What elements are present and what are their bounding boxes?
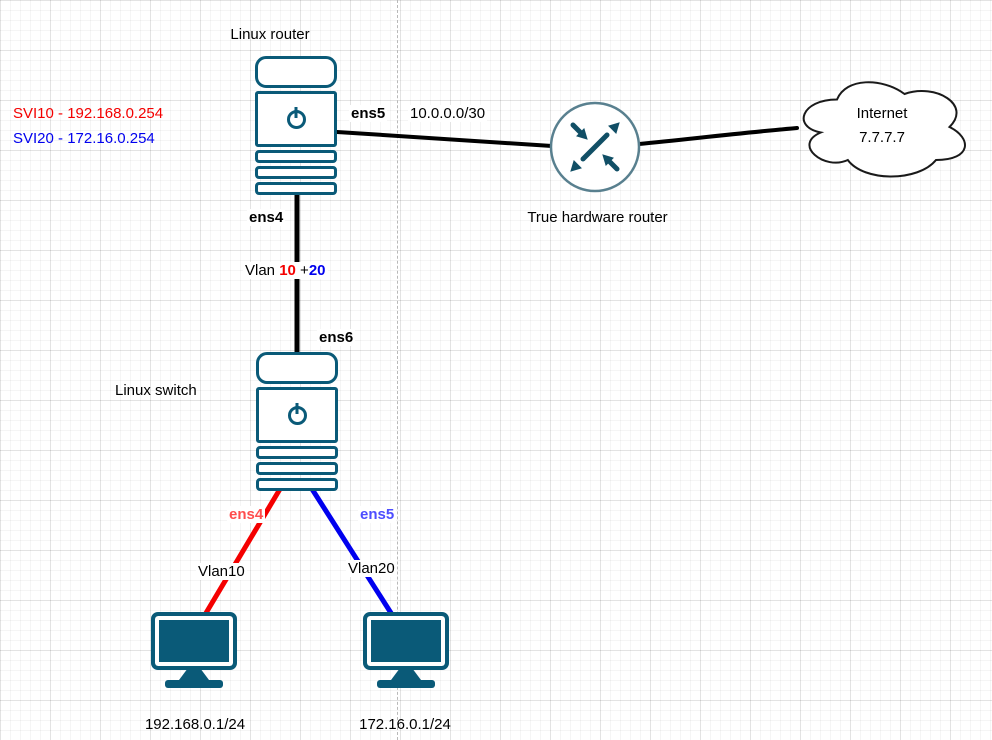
trunk-label-joiner: + (295, 262, 309, 279)
trunk-vlan20-text: 20 (308, 262, 326, 279)
host1-ip-label[interactable]: 192.168.0.1/24 (144, 716, 246, 733)
trunk-label-prefix: Vlan (245, 262, 280, 279)
switch-title[interactable]: Linux switch (115, 382, 197, 399)
server-top-icon (256, 352, 338, 384)
wan-subnet-label[interactable]: 10.0.0.0/30 (408, 105, 488, 122)
monitor-stand-icon (391, 670, 421, 680)
switch-ens6-port-label[interactable]: ens6 (317, 329, 356, 346)
switch-ens4-port-label[interactable]: ens4 (227, 506, 266, 523)
server-slot-icon (256, 462, 338, 475)
server-body-icon (256, 387, 338, 443)
monitor-stand-icon (179, 670, 209, 680)
internet-cloud-label[interactable]: Internet 7.7.7.7 (792, 102, 972, 150)
vlan10-edge-label[interactable]: Vlan10 (196, 563, 247, 580)
edge-vlan20-access[interactable] (309, 486, 394, 616)
server-slot-icon (256, 478, 338, 491)
server-top-icon (255, 56, 337, 88)
edge-vlan10-access[interactable] (203, 486, 283, 616)
router-title[interactable]: Linux router (230, 26, 310, 43)
linux-switch-node[interactable] (256, 352, 338, 491)
power-icon (287, 405, 307, 425)
monitor-base-icon (165, 680, 223, 688)
host2-ip-label[interactable]: 172.16.0.1/24 (359, 716, 451, 733)
internet-name: Internet (856, 105, 908, 122)
server-slot-icon (256, 446, 338, 459)
monitor-icon (151, 612, 237, 670)
router-ens5-port-label[interactable]: ens5 (349, 105, 388, 122)
pc-vlan20-node[interactable] (363, 612, 449, 688)
page-boundary-guide (397, 0, 398, 740)
server-slot-icon (255, 182, 337, 195)
switch-ens5-port-label[interactable]: ens5 (358, 506, 397, 523)
vlan20-edge-label[interactable]: Vlan20 (346, 560, 397, 577)
trunk-vlan10-text: 10 (279, 262, 296, 279)
server-slot-icon (255, 166, 337, 179)
hw-router-node[interactable] (549, 101, 641, 193)
router-arrows-icon (570, 122, 620, 172)
edge-router-to-hw-router[interactable] (335, 130, 554, 148)
server-slot-icon (255, 150, 337, 163)
linux-router-node[interactable] (255, 56, 337, 195)
edge-hw-router-to-cloud[interactable] (637, 126, 799, 146)
internet-ip: 7.7.7.7 (859, 129, 905, 146)
svi20-label[interactable]: SVI20 - 172.16.0.254 (13, 130, 155, 147)
svi10-label[interactable]: SVI10 - 192.168.0.254 (13, 105, 164, 122)
server-body-icon (255, 91, 337, 147)
monitor-base-icon (377, 680, 435, 688)
router-ens4-port-label[interactable]: ens4 (247, 209, 286, 226)
power-icon (286, 109, 306, 129)
monitor-icon (363, 612, 449, 670)
trunk-vlan-label[interactable]: Vlan 10 +20 (243, 262, 328, 279)
cloud-shape[interactable] (802, 81, 966, 178)
pc-vlan10-node[interactable] (151, 612, 237, 688)
hw-router-label[interactable]: True hardware router (527, 209, 668, 226)
